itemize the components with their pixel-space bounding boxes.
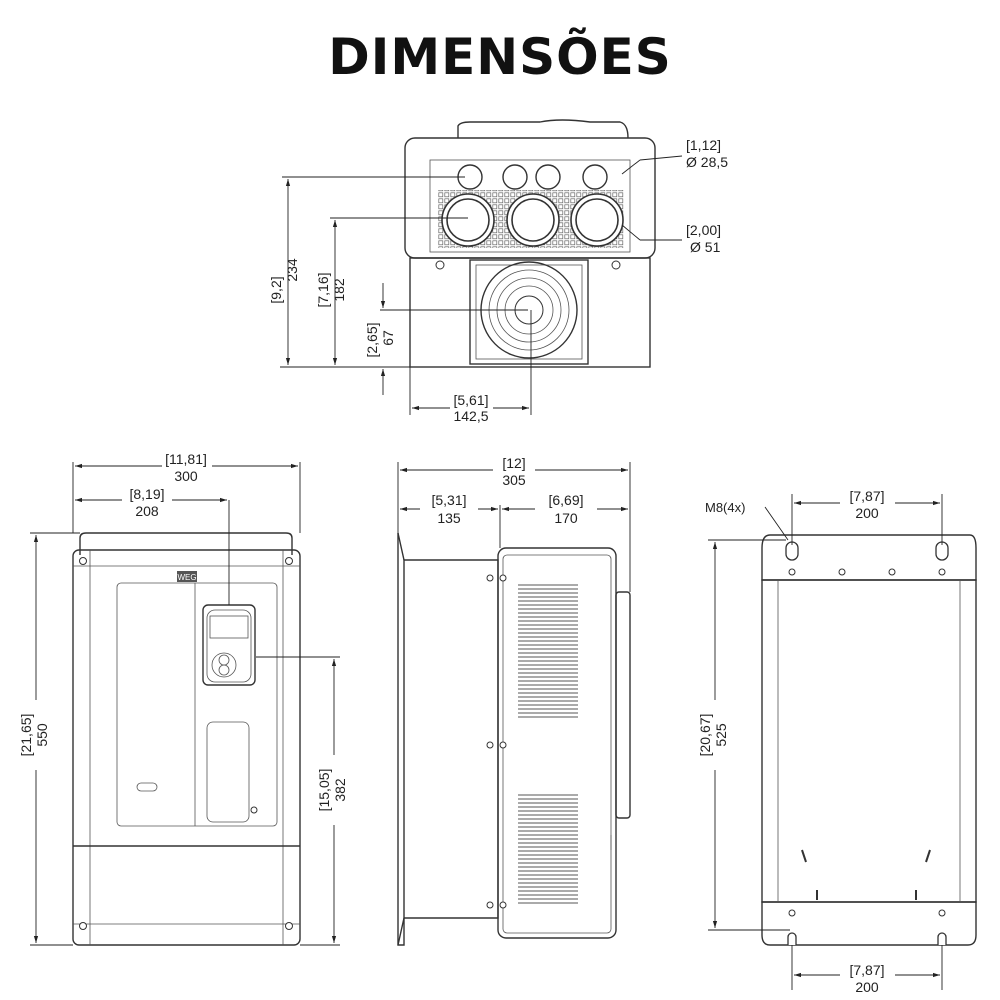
front-width-total-inch: [11,81] <box>165 451 207 467</box>
front-height-keypad-mm: 382 <box>332 778 348 802</box>
top-height-total-inch: [9,2] <box>268 276 284 303</box>
top-height-fan-inch: [2,65] <box>364 322 380 357</box>
front-height-keypad-inch: [15,05] <box>316 769 332 812</box>
logo <box>177 571 197 582</box>
front-width-total-mm: 300 <box>174 468 198 484</box>
top-view: [1,12] Ø 28,5 [2,00] Ø 51 [9,2] 234 [7,1… <box>268 119 728 424</box>
side-depth-body-inch: [6,69] <box>548 492 583 508</box>
top-width-fan-mm: 142,5 <box>453 408 488 424</box>
hole-small-inch: [1,12] <box>686 137 721 153</box>
side-depth-total-inch: [12] <box>502 455 525 471</box>
small-cable-holes <box>457 164 608 190</box>
side-depth-heatsink-mm: 135 <box>437 510 461 526</box>
side-view: [12] 305 [5,31] 135 [6,69] 170 <box>397 455 631 946</box>
front-height-total-mm: 550 <box>34 723 50 747</box>
top-height-holes-inch: [7,16] <box>315 272 331 307</box>
rear-width-bottom-mm: 200 <box>855 979 879 995</box>
page-title: DIMENSÕES <box>328 28 672 86</box>
rear-width-top-mm: 200 <box>855 505 879 521</box>
top-height-fan-mm: 67 <box>380 330 396 346</box>
side-depth-heatsink-inch: [5,31] <box>431 492 466 508</box>
top-width-fan-inch: [5,61] <box>453 392 488 408</box>
rear-width-top-inch: [7,87] <box>849 488 884 504</box>
front-width-keypad-mm: 208 <box>135 503 159 519</box>
front-view: WEG [11,81] 300 [8,19] 208 [21,65] 550 [… <box>18 451 348 946</box>
side-vents <box>518 584 578 904</box>
side-depth-body-mm: 170 <box>554 510 578 526</box>
rear-view: M8(4x) [7,87] 200 [20,67] 525 [7,87] 200 <box>697 488 977 995</box>
front-width-keypad-inch: [8,19] <box>129 486 164 502</box>
screw-label: M8(4x) <box>705 500 745 515</box>
logo-text: WEG <box>177 573 196 582</box>
rear-height-inch: [20,67] <box>697 714 713 757</box>
hole-small-mm: Ø 28,5 <box>686 154 728 170</box>
rear-width-bottom-inch: [7,87] <box>849 962 884 978</box>
top-height-total-mm: 234 <box>284 258 300 282</box>
rear-height-mm: 525 <box>713 723 729 747</box>
hole-large-mm: Ø 51 <box>690 239 721 255</box>
fan <box>469 259 589 365</box>
mounting-holes <box>785 541 949 945</box>
side-depth-total-mm: 305 <box>502 472 526 488</box>
top-height-holes-mm: 182 <box>331 278 347 302</box>
large-cable-holes <box>441 193 624 247</box>
front-height-total-inch: [21,65] <box>18 714 34 757</box>
keypad <box>202 604 256 686</box>
hole-large-inch: [2,00] <box>686 222 721 238</box>
